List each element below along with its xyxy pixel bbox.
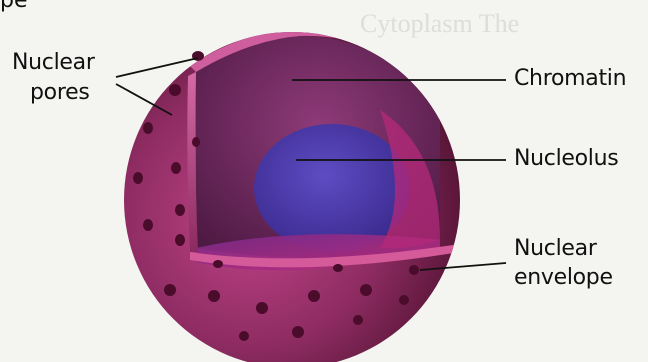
label-nuclear-pores-line1: Nuclear [12, 50, 95, 76]
pore-dot [292, 326, 304, 338]
pore-dot [353, 315, 363, 325]
pore-dot [308, 290, 320, 302]
pore-dot [333, 264, 343, 272]
pore-dot [360, 284, 372, 296]
pore-dot [409, 265, 419, 275]
pore-dot [133, 172, 143, 184]
label-chromatin: Chromatin [514, 66, 626, 92]
pore-dot [175, 204, 185, 216]
label-nuclear-envelope-line2: envelope [514, 265, 613, 291]
pore-dot [256, 302, 268, 314]
pore-dot [399, 295, 409, 305]
label-nuclear-envelope-line1: Nuclear [514, 236, 597, 262]
pore-dot [208, 290, 220, 302]
label-nucleolus: Nucleolus [514, 146, 618, 172]
pore-dot [143, 219, 153, 231]
pore-dot [239, 331, 249, 341]
label-nuclear-pores-line2: pores [30, 80, 89, 106]
pore-dot [169, 84, 181, 96]
pore-dot [192, 137, 200, 147]
pore-dot [143, 122, 153, 134]
nucleolus-shape [254, 124, 410, 252]
pore-dot [171, 162, 181, 174]
pore-dot [164, 284, 176, 296]
pore-dot [213, 260, 223, 268]
pore-dot [175, 234, 185, 246]
